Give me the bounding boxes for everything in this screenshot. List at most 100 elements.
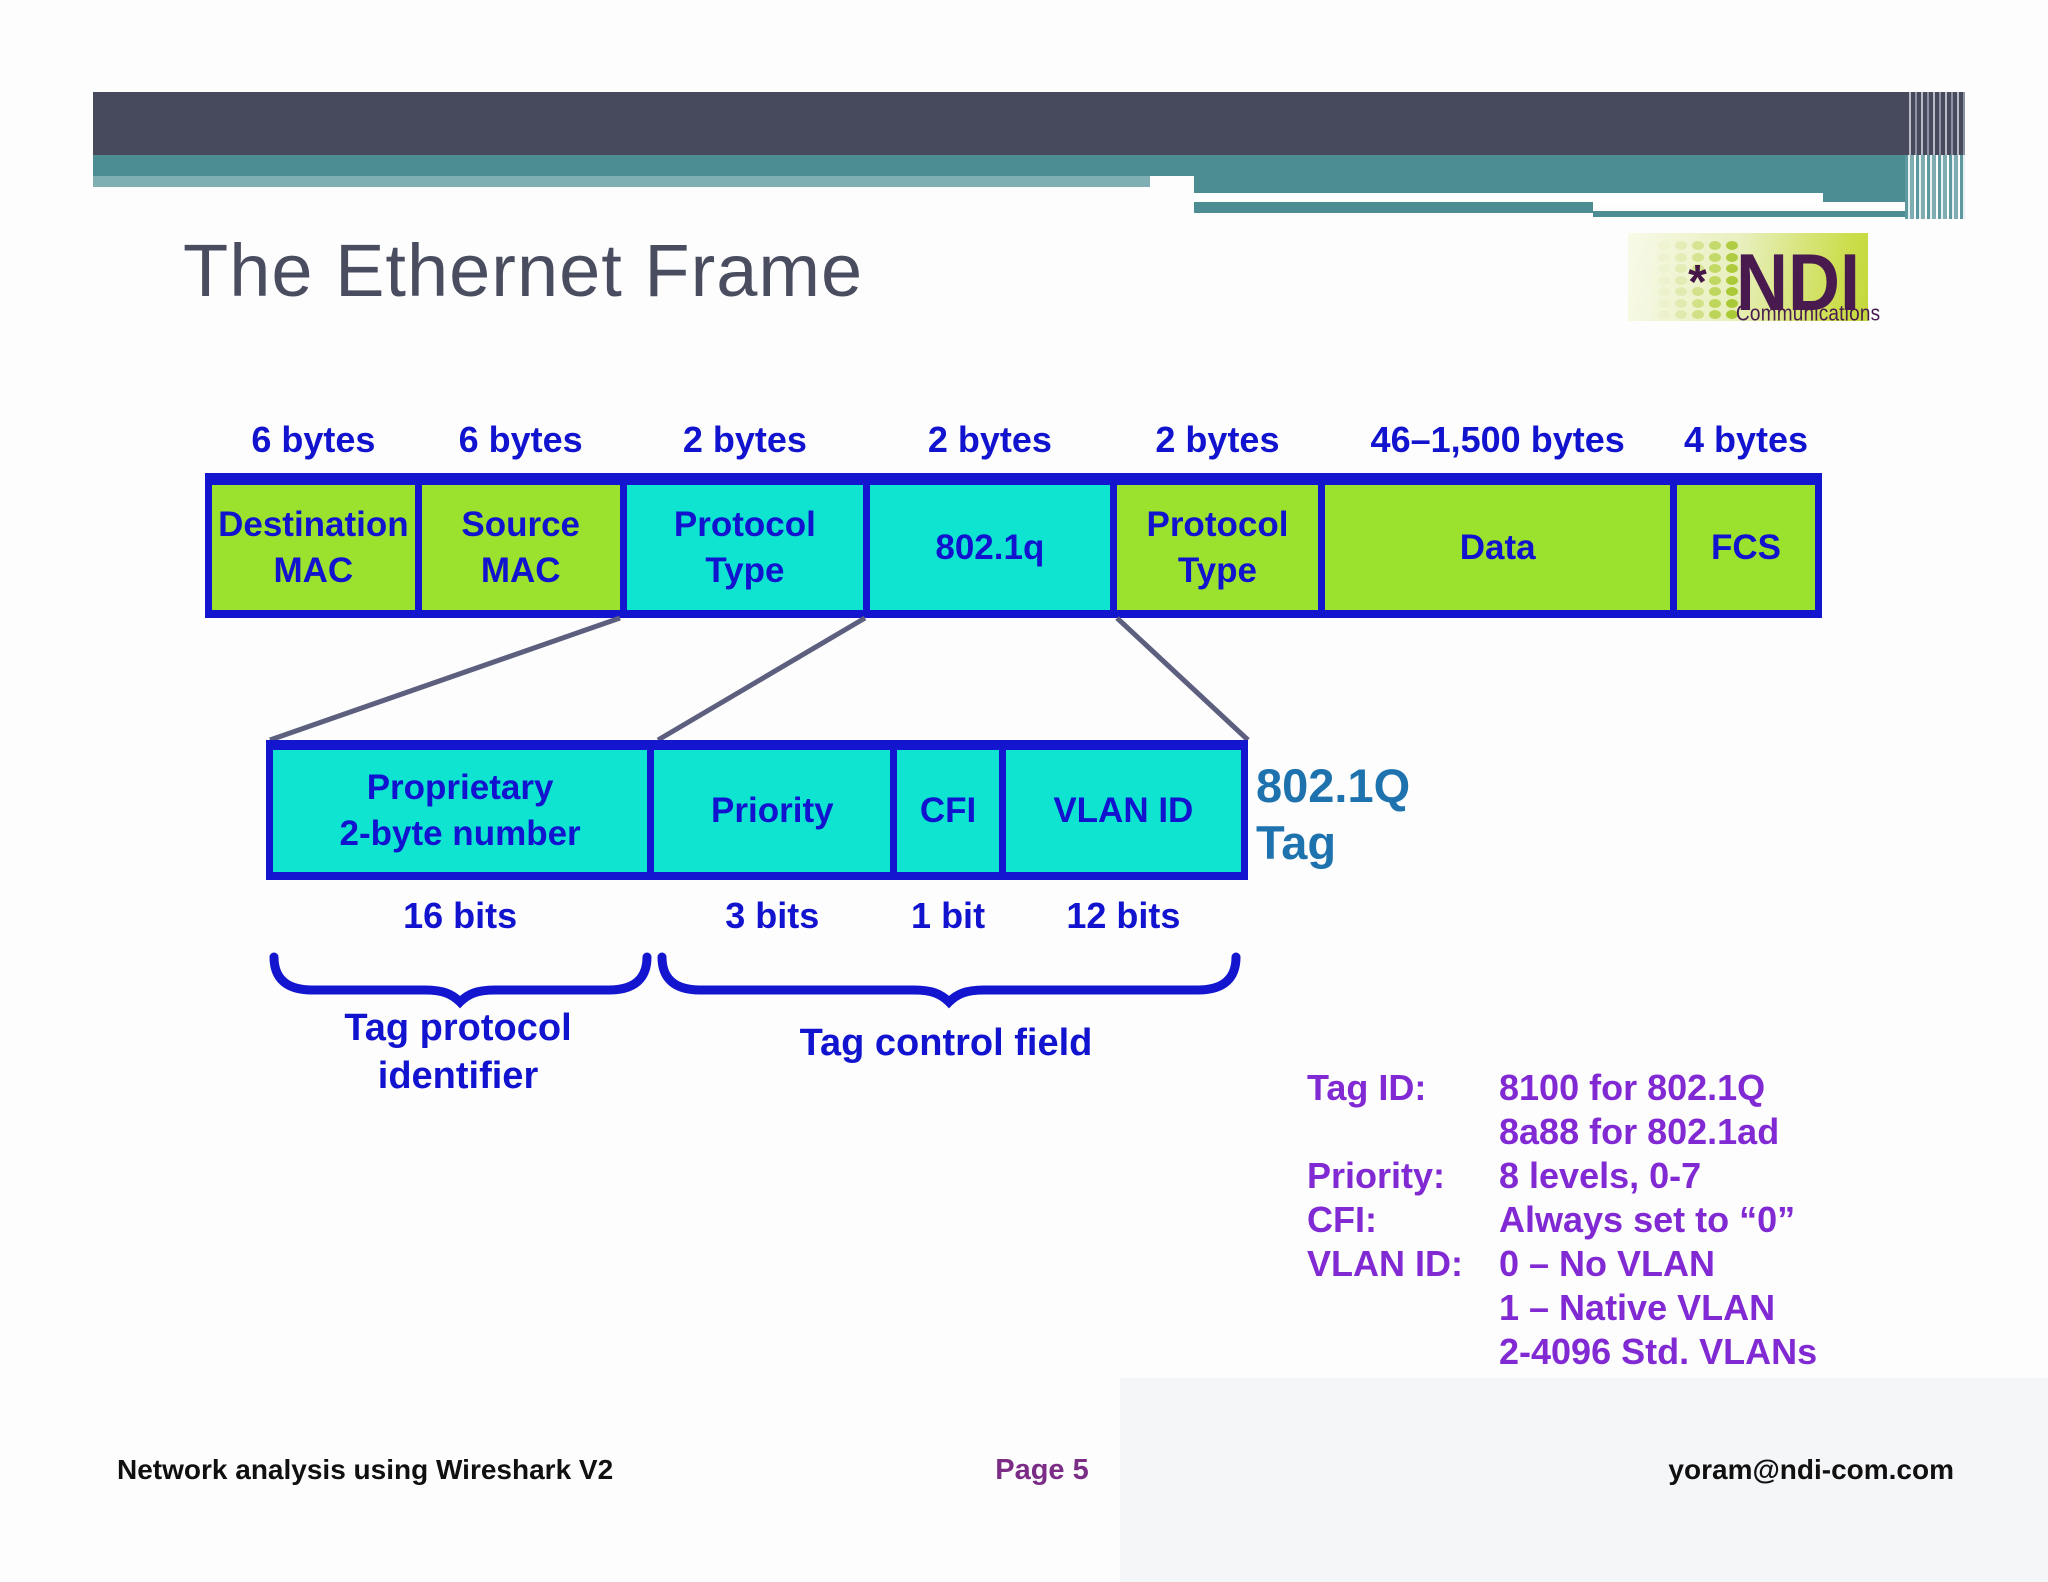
tag-field-cfi: CFI — [897, 750, 999, 872]
bit-size-label: 16 bits — [403, 895, 518, 936]
tag-field-vlan-id: VLAN ID — [1005, 750, 1241, 872]
footer-page-number: Page 5 — [995, 1454, 1089, 1486]
field-label: Data — [1459, 527, 1536, 567]
expansion-line-middle — [656, 615, 867, 743]
byte-size-label: 46–1,500 bytes — [1370, 419, 1625, 460]
header-bar-teal-right-lower — [1194, 202, 1593, 213]
field-label: MAC — [273, 550, 354, 590]
background-shade — [1120, 1378, 2048, 1582]
logo-dot — [1640, 252, 1653, 262]
spec-row: 8a88 for 802.1ad — [1307, 1110, 1817, 1154]
field-label: Priority — [711, 791, 834, 830]
spec-value: 0 – No VLAN — [1499, 1243, 1716, 1284]
logo-dot — [1657, 287, 1670, 297]
logo-dot — [1674, 275, 1687, 285]
dot1q-tag-caption-line1: 802.1Q — [1256, 759, 1411, 812]
ndi-logo: * NDI Communications — [1628, 233, 1880, 328]
header-white-line — [1194, 193, 1823, 202]
logo-dot — [1657, 241, 1670, 251]
bit-size-label: 12 bits — [1066, 895, 1181, 936]
frame-field-fcs: FCS — [1676, 485, 1816, 610]
logo-dot — [1657, 275, 1670, 285]
logo-dot — [1657, 264, 1670, 274]
spec-label: Tag ID: — [1307, 1067, 1427, 1108]
logo-name: NDI — [1736, 238, 1860, 328]
spec-row: 1 – Native VLAN — [1307, 1286, 1817, 1330]
logo-dot — [1640, 241, 1653, 251]
field-label: Protocol — [673, 504, 816, 544]
logo-dot — [1708, 287, 1721, 297]
logo-dot — [1640, 264, 1653, 274]
tag-bit-labels-row: 16 bits 3 bits 1 bit 12 bits — [266, 894, 1248, 938]
dot1q-tag-row: Proprietary 2-byte number Priority CFI VLAN … — [266, 740, 1248, 880]
logo-dot — [1725, 310, 1738, 320]
logo-dot — [1691, 264, 1704, 274]
spec-row: VLAN ID:0 – No VLAN — [1307, 1242, 1817, 1286]
field-label: Type — [705, 550, 785, 590]
logo-dot — [1640, 310, 1653, 320]
logo-dot — [1691, 241, 1704, 251]
logo-dot — [1708, 275, 1721, 285]
footer-email: yoram@ndi-com.com — [1668, 1454, 1954, 1485]
tag-field-priority: Priority — [654, 750, 891, 872]
logo-dot — [1691, 310, 1704, 320]
byte-size-label: 2 bytes — [682, 419, 807, 460]
byte-size-label: 6 bytes — [458, 419, 583, 460]
byte-size-label: 2 bytes — [1155, 419, 1280, 460]
field-label: Proprietary — [366, 768, 554, 807]
logo-dots-pattern: * — [1638, 240, 1740, 321]
logo-dot — [1674, 298, 1687, 308]
spec-row: CFI: Always set to “0” — [1307, 1198, 1817, 1242]
bit-size-label: 3 bits — [725, 895, 820, 936]
tag-protocol-identifier-label: Tag protocol identifier — [268, 1004, 648, 1100]
logo-dot — [1691, 298, 1704, 308]
field-label: 2-byte number — [339, 814, 581, 853]
brace-tag-protocol-identifier — [269, 952, 652, 1009]
logo-dot — [1657, 252, 1670, 262]
dot1q-tag-caption: 802.1Q Tag — [1256, 757, 1410, 871]
spec-value: 8a88 for 802.1ad — [1499, 1111, 1780, 1152]
page-title: The Ethernet Frame — [183, 229, 864, 312]
byte-size-label: 2 bytes — [927, 419, 1052, 460]
spec-value: Always set to “0” — [1499, 1199, 1796, 1240]
spec-label: CFI: — [1307, 1199, 1377, 1240]
spec-label — [1307, 1286, 1499, 1330]
logo-dot — [1691, 252, 1704, 262]
logo-dot — [1708, 252, 1721, 262]
logo-dot — [1725, 252, 1738, 262]
logo-dot — [1725, 241, 1738, 251]
logo-tagline: Communications — [1736, 302, 1881, 327]
header-bar-teal-thin-strip — [1593, 211, 1920, 217]
logo-dot — [1640, 287, 1653, 297]
field-label: FCS — [1710, 527, 1781, 567]
bit-size-label: 1 bit — [911, 895, 986, 936]
logo-dot — [1674, 310, 1687, 320]
header-bar-dark — [93, 92, 1905, 155]
logo-dot — [1708, 264, 1721, 274]
logo-dot — [1640, 298, 1653, 308]
spec-value: 1 – Native VLAN — [1499, 1287, 1776, 1328]
footer-course-name: Network analysis using Wireshark V2 — [117, 1454, 614, 1485]
header-bar-light-teal — [93, 176, 1150, 187]
tag-control-field-label: Tag control field — [799, 1022, 1093, 1064]
field-label: CFI — [919, 791, 977, 830]
spec-row: Priority:8 levels, 0-7 — [1307, 1154, 1817, 1198]
spec-row: 2-4096 Std. VLANs — [1307, 1330, 1817, 1374]
field-label: MAC — [480, 550, 561, 590]
byte-size-label: 4 bytes — [1683, 419, 1809, 460]
frame-byte-labels-row: 6 bytes 6 bytes 2 bytes 2 bytes 2 bytes 46–1,… — [205, 418, 1822, 462]
expansion-line-left — [269, 615, 621, 743]
spec-value: 2-4096 Std. VLANs — [1499, 1331, 1818, 1372]
logo-dot — [1674, 287, 1687, 297]
tag-protocol-identifier-line2: identifier — [377, 1055, 539, 1097]
field-label: Destination — [218, 504, 409, 544]
expansion-line-right — [1115, 616, 1250, 742]
byte-size-label: 6 bytes — [251, 419, 376, 460]
logo-dot — [1657, 298, 1670, 308]
frame-field-data: Data — [1325, 485, 1670, 610]
